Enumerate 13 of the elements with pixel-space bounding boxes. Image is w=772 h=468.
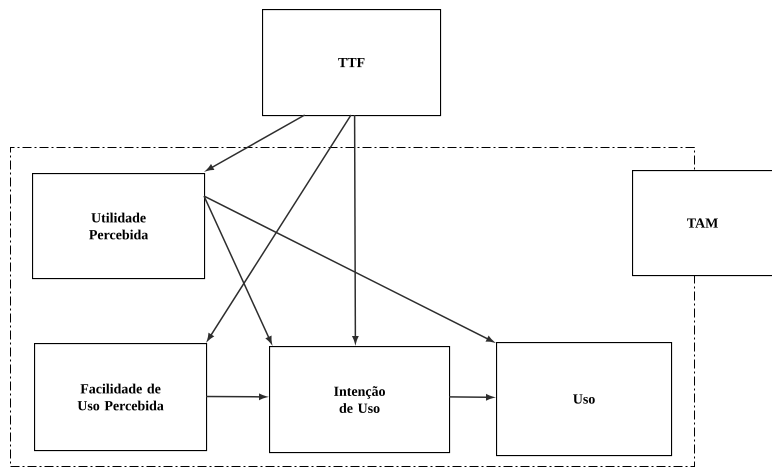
model-label-box: TTF (262, 9, 442, 116)
arrow (204, 195, 494, 342)
construct-box: Utilidade Percebida (32, 173, 206, 280)
construct-box: Uso (496, 342, 672, 456)
arrow (203, 196, 272, 344)
construct-box: Facilidade de Uso Percebida (34, 343, 208, 452)
construct-box: Intenção de Uso (269, 346, 450, 454)
arrow (352, 115, 358, 344)
arrow (449, 394, 494, 400)
arrow (207, 114, 352, 341)
arrow (206, 114, 306, 172)
arrow (206, 394, 266, 400)
model-label-box: TAM (632, 170, 772, 276)
